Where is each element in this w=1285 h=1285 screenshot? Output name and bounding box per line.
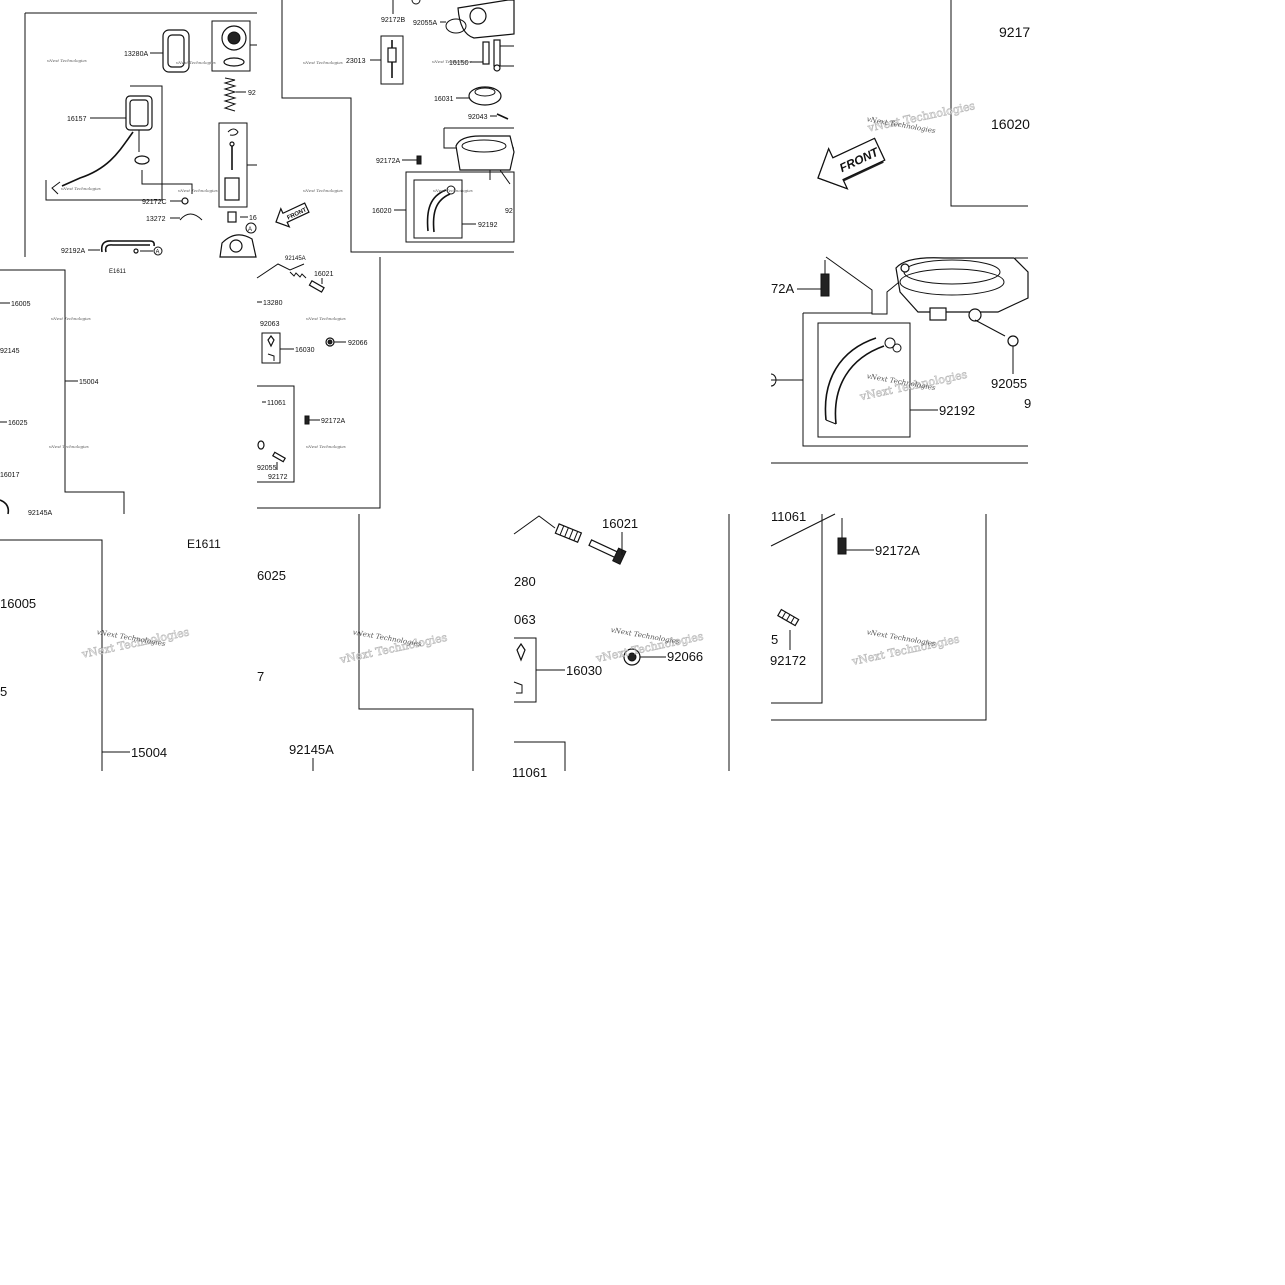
label-11061-small: 11061 xyxy=(267,400,286,407)
svg-text:vNext Technologies: vNext Technologies xyxy=(303,60,343,65)
label-16025-small: 16025 xyxy=(8,420,28,427)
label-92-cut2: 92 xyxy=(505,208,513,215)
label-92172A-overview: 92172A xyxy=(376,158,400,165)
svg-text:vNext Technologies: vNext Technologies xyxy=(61,186,101,191)
label-11061-cut-4: 11061 xyxy=(771,509,806,524)
label-13272: 13272 xyxy=(146,216,166,223)
label-9217-cut: 9217 xyxy=(999,24,1030,40)
front-arrow-small: FRONT xyxy=(275,202,310,228)
label-92172-zoom: 92172 xyxy=(770,653,806,668)
label-92145-small: 92145 xyxy=(0,348,20,355)
o-ring xyxy=(1007,335,1019,347)
svg-text:vNext Technologies: vNext Technologies xyxy=(51,316,91,321)
label-E1611: E1611 xyxy=(187,537,221,551)
label-15004-small: 15004 xyxy=(79,379,99,386)
tile-zoom-bottom-2: 6025 7 92145A vNext Technologies vNext T… xyxy=(257,514,474,771)
fuel-hose xyxy=(824,337,877,421)
label-92172-small: 92172 xyxy=(268,474,288,481)
label-16021-zoom: 16021 xyxy=(602,516,638,531)
label-16030-small: 16030 xyxy=(295,347,315,354)
label-16157: 16157 xyxy=(67,116,87,123)
label-16005-small: 16005 xyxy=(11,301,31,308)
label-16031: 16031 xyxy=(434,96,454,103)
callout-a-circle xyxy=(153,246,163,256)
label-11061-cut-3: 11061 xyxy=(512,765,547,780)
tile-overview-lower-left: 16005 92145 15004 16025 16017 92145A vNe… xyxy=(0,269,125,517)
svg-text:vNext Technologies: vNext Technologies xyxy=(432,59,472,64)
label-92192A: 92192A xyxy=(61,248,85,255)
label-7-cut: 7 xyxy=(257,669,264,684)
label-16030-zoom: 16030 xyxy=(566,663,602,678)
float-chamber xyxy=(455,135,515,171)
label-16005-zoom: 16005 xyxy=(0,596,36,611)
label-92145A-small: 92145A xyxy=(28,510,52,517)
label-92-cut: 92 xyxy=(248,90,256,97)
label-16-cut: 16 xyxy=(249,215,257,222)
label-6025-cut: 6025 xyxy=(257,568,286,583)
pilot-screw xyxy=(588,539,627,565)
label-92172A-zoom: 92172A xyxy=(875,543,920,558)
label-5-cut-4: 5 xyxy=(771,632,778,647)
tile-zoom-bottom-3: 16021 280 063 16030 92066 11061 vNext Te… xyxy=(512,514,730,780)
svg-text:vNext Technologies: vNext Technologies xyxy=(178,188,218,193)
label-5-cut: 5 xyxy=(0,684,7,699)
tile-zoom-bottom-1: E1611 16005 5 15004 vNext Technologies v… xyxy=(0,537,221,771)
tile-zoom-mid-right: 72A 92055 9 92192 vNext Technologies vNe… xyxy=(770,256,1031,464)
tile-overview-middle: 92172B 92055A 23013 16150 16031 92043 xyxy=(281,0,515,253)
spring-part xyxy=(223,77,237,112)
callout-a-text-2: A xyxy=(248,227,252,233)
tile-overview-left: 13280A 92 16 16157 xyxy=(24,12,310,275)
label-92172C: 92172C xyxy=(142,199,167,206)
label-92063-small: 92063 xyxy=(260,321,280,328)
label-280-cut: 280 xyxy=(514,574,536,589)
svg-text:vNext Technologies: vNext Technologies xyxy=(306,444,346,449)
svg-text:vNext Technologies: vNext Technologies xyxy=(49,444,89,449)
svg-text:vNext Technologies: vNext Technologies xyxy=(306,316,346,321)
svg-text:vNext Technologies: vNext Technologies xyxy=(47,58,87,63)
label-92055-small: 92055 xyxy=(257,465,277,472)
svg-text:vNext Technologies: vNext Technologies xyxy=(303,188,343,193)
label-16020-overview: 16020 xyxy=(372,208,392,215)
tile-overview-lower-middle: 92145A 16021 13280 92063 16030 92066 110… xyxy=(256,256,381,509)
throttle-valve xyxy=(224,177,240,201)
label-13280A: 13280A xyxy=(124,51,148,58)
label-92192-overview: 92192 xyxy=(478,222,498,229)
label-16020-cut: 16020 xyxy=(991,116,1030,132)
label-16021-small: 16021 xyxy=(314,271,334,278)
label-92055A: 92055A xyxy=(413,20,437,27)
label-92066-zoom: 92066 xyxy=(667,649,703,664)
label-92055-cut: 92055 xyxy=(991,376,1027,391)
float-chamber-zoom xyxy=(895,257,1029,313)
svg-text:vNext Technologies: vNext Technologies xyxy=(433,188,473,193)
label-92145A-mid: 92145A xyxy=(285,256,306,262)
label-16150: 16150 xyxy=(449,60,469,67)
label-13280-small: 13280 xyxy=(263,300,283,307)
callout-a-text: A xyxy=(156,250,160,256)
tile-zoom-top-right: 9217 16020 FRONT vNext Technologies vNex… xyxy=(817,0,1030,207)
label-92192-zoom: 92192 xyxy=(939,403,975,418)
label-9-cut: 9 xyxy=(1024,396,1031,411)
label-92172B: 92172B xyxy=(381,17,405,24)
label-92043: 92043 xyxy=(468,114,488,121)
label-15004-zoom: 15004 xyxy=(131,745,167,760)
label-92172A-small: 92172A xyxy=(321,418,345,425)
tile-zoom-bottom-4: 11061 92172A 5 92172 vNext Technologies … xyxy=(770,509,987,721)
label-92145A-zoom: 92145A xyxy=(289,742,334,757)
label-92066-small: 92066 xyxy=(348,340,368,347)
front-arrow-large: FRONT xyxy=(817,137,886,190)
svg-text:vNext Technologies: vNext Technologies xyxy=(176,60,216,65)
label-72A-cut: 72A xyxy=(771,281,794,296)
label-063-cut: 063 xyxy=(514,612,536,627)
label-23013: 23013 xyxy=(346,58,366,65)
figure-code-small: E1611 xyxy=(109,269,127,275)
label-16017-small: 16017 xyxy=(0,472,20,479)
